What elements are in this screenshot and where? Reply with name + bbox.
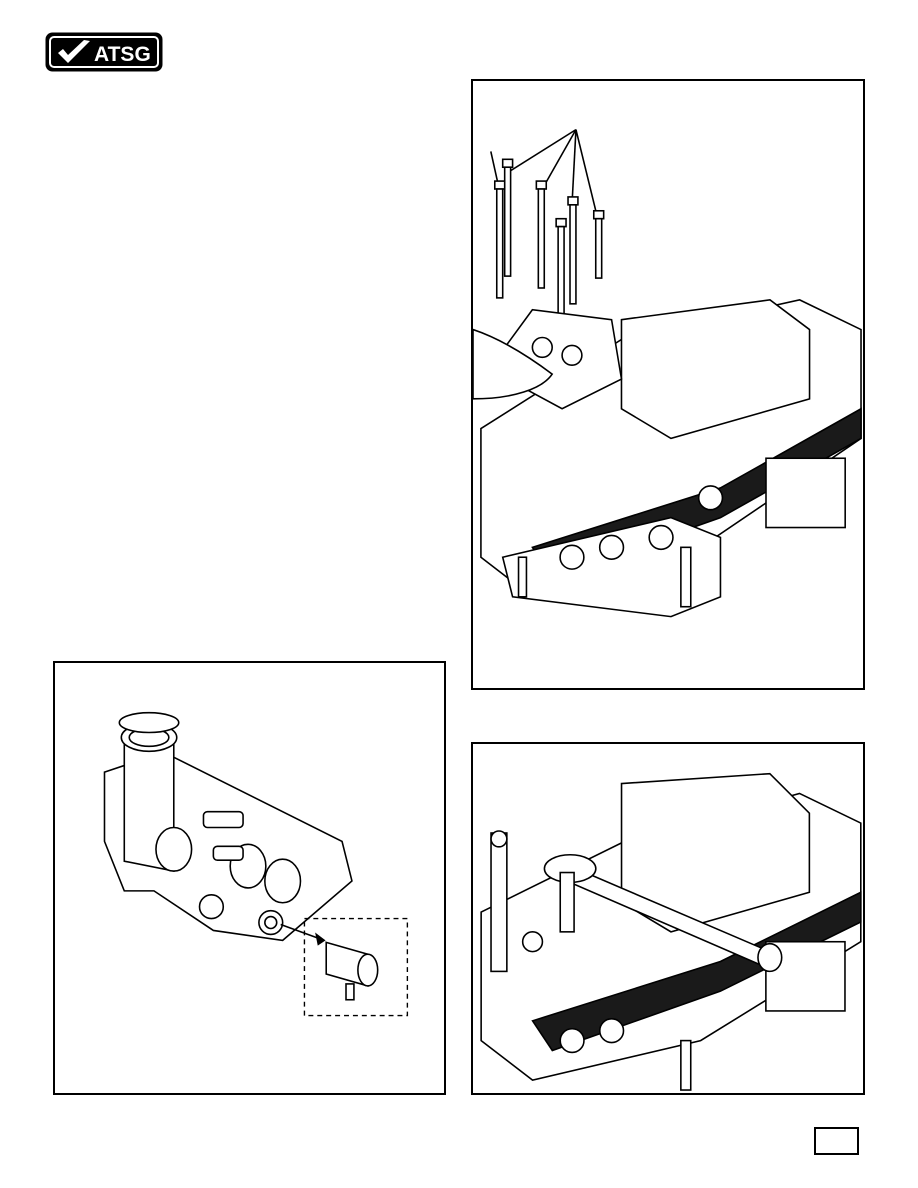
bolt: [501, 158, 514, 277]
figure-valve-body-bolts: [471, 79, 865, 690]
valve-body-bolts-illustration: [473, 128, 862, 618]
check-mark-icon: [58, 40, 90, 63]
valve-body-torque-illustration: [480, 772, 862, 1091]
atsg-logo: ATSG: [45, 32, 163, 72]
solenoid-body-illustration: [103, 711, 409, 1017]
figure-solenoid-body: [53, 661, 446, 1095]
logo-text: ATSG: [94, 43, 151, 66]
page-number-box: [814, 1127, 859, 1155]
figure-valve-body-torque: [471, 742, 865, 1095]
